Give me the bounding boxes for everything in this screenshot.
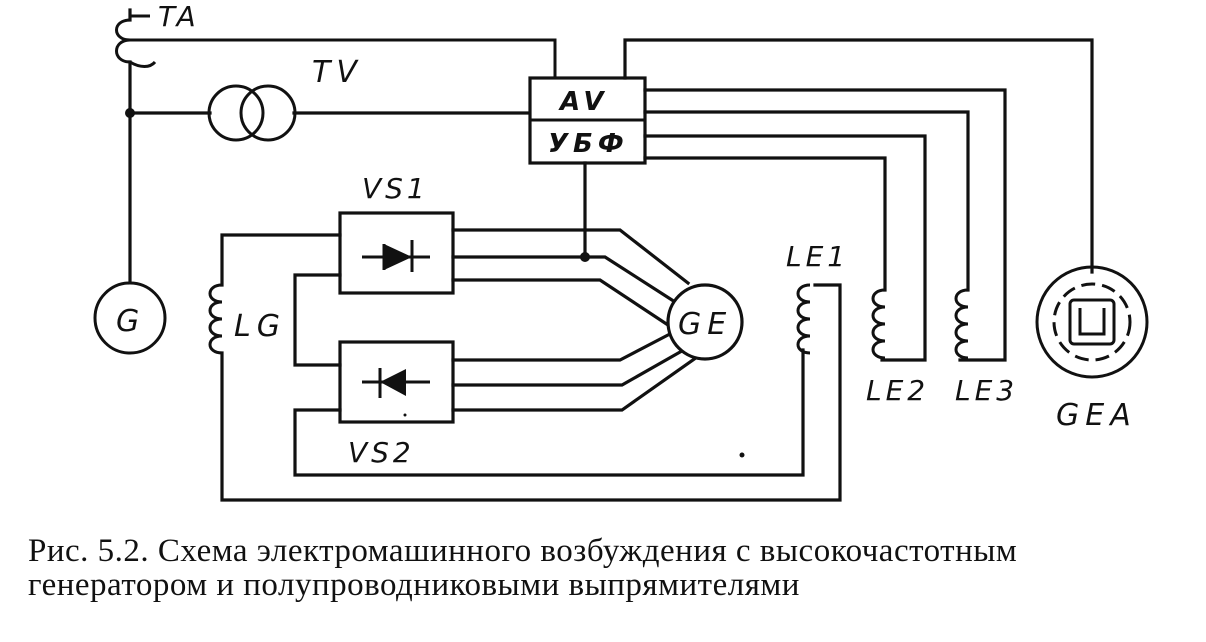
figure-caption: Рис. 5.2. Схема электромашинного возбужд… <box>28 534 1198 602</box>
le-control-wires <box>643 88 1007 362</box>
ge-label: GE <box>678 307 732 342</box>
hf-generator-ge <box>666 283 744 361</box>
tv-label: TV <box>312 55 363 90</box>
regulator-block <box>528 76 647 165</box>
vs2-to-ge-wires <box>451 332 703 412</box>
le2-label: LE2 <box>866 374 929 407</box>
caption-line-2: генератором и полупроводниковыми выпрями… <box>28 567 800 603</box>
av-label: AV <box>558 87 608 117</box>
field-winding-lg <box>208 233 842 502</box>
winding-le3 <box>954 288 969 360</box>
ubf-label: УБФ <box>548 129 629 159</box>
print-speck <box>403 413 407 417</box>
g-label: G <box>116 304 145 339</box>
exciter-gea <box>1035 265 1149 379</box>
current-transformer-ta <box>115 14 557 80</box>
bus-junction-dot <box>125 108 135 118</box>
gea-feed-wire <box>623 38 1094 274</box>
generator-g <box>93 281 167 355</box>
winding-le1 <box>796 283 811 355</box>
le1-label: LE1 <box>786 240 849 273</box>
lg-label: LG <box>234 309 286 344</box>
vs2-label: VS2 <box>348 436 415 469</box>
rectifier-vs2 <box>338 340 455 424</box>
voltage-transformer-tv <box>128 84 532 142</box>
gea-label: GEA <box>1056 398 1137 433</box>
le3-label: LE3 <box>955 374 1018 407</box>
vs1-label: VS1 <box>362 172 429 205</box>
caption-line-1: Рис. 5.2. Схема электромашинного возбужд… <box>28 533 1018 569</box>
schematic-canvas: TA TV G AV УБФ VS1 <box>93 0 1149 502</box>
winding-le2 <box>871 288 886 360</box>
rectifier-vs1 <box>338 211 455 295</box>
ta-label: TA <box>158 0 200 33</box>
vs1-to-ge-wires <box>451 228 691 328</box>
print-speck <box>739 452 745 458</box>
